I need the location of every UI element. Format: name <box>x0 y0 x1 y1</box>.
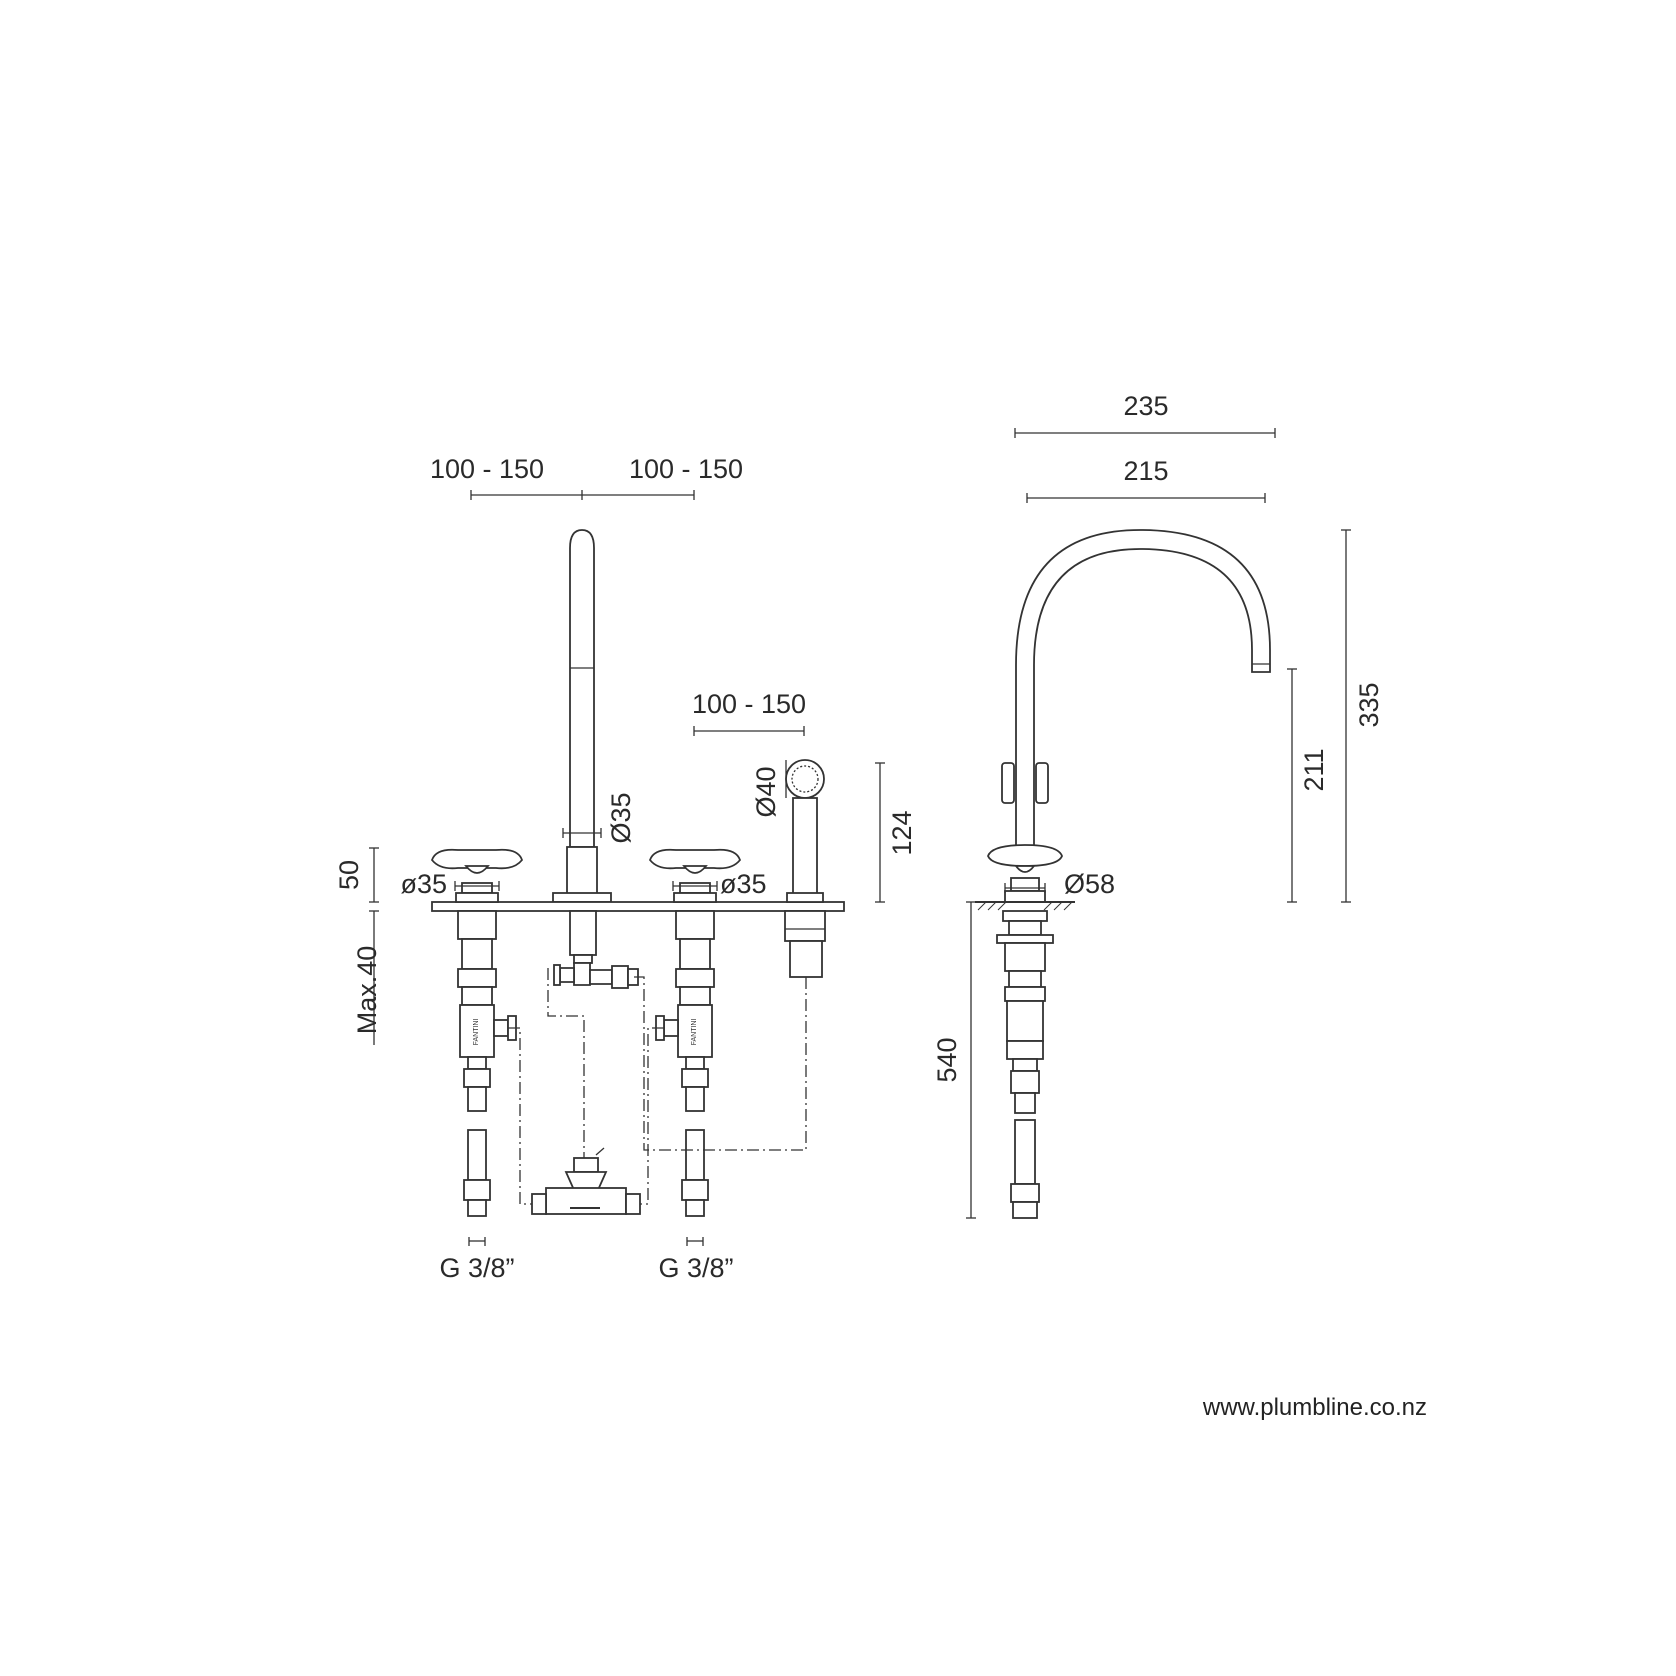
front-view: 100 - 150 100 - 150 100 - 150 Ø35 <box>334 454 917 1283</box>
connection-right-label: G 3/8” <box>658 1253 733 1283</box>
side-body <box>996 910 1054 1219</box>
total-height-label: 335 <box>1354 682 1384 727</box>
brand-mark-right: FANTINI <box>691 1019 698 1046</box>
mixing-tee <box>531 1157 641 1215</box>
gooseneck-spout <box>987 529 1271 903</box>
reach-spout-label: 215 <box>1123 456 1168 486</box>
left-valve-body: FANTINI <box>457 910 517 1217</box>
reach-total-label: 235 <box>1123 391 1168 421</box>
right-valve-body: FANTINI <box>655 910 715 1217</box>
right-handle <box>648 848 742 903</box>
deck-max-label: Max.40 <box>352 946 382 1035</box>
handle-left-diameter-label: ø35 <box>400 869 447 899</box>
spacing-right-label: 100 - 150 <box>629 454 743 484</box>
spout-diameter-label: Ø35 <box>606 792 636 843</box>
hose-length-label: 540 <box>932 1037 962 1082</box>
spacing-left-label: 100 - 150 <box>430 454 544 484</box>
deck-section <box>975 901 1075 911</box>
handle-right-diameter-label: ø35 <box>720 869 767 899</box>
connection-left-label: G 3/8” <box>439 1253 514 1283</box>
hoses <box>508 968 807 1205</box>
website-label: www.plumbline.co.nz <box>1202 1394 1427 1421</box>
shower-diameter-label: Ø40 <box>751 766 781 817</box>
hand-shower <box>784 759 826 978</box>
deck-plate <box>431 901 845 912</box>
left-handle <box>430 848 524 903</box>
spout-height-label: 211 <box>1299 748 1329 791</box>
base-diameter-label: Ø58 <box>1064 869 1115 899</box>
spout <box>552 529 612 903</box>
spacing-shower-label: 100 - 150 <box>692 689 806 719</box>
handle-height-label: 50 <box>334 860 364 890</box>
shower-height-label: 124 <box>887 810 917 855</box>
spout-body <box>553 910 639 989</box>
side-view: 235 215 Ø58 <box>932 391 1384 1219</box>
brand-mark-left: FANTINI <box>473 1019 480 1046</box>
